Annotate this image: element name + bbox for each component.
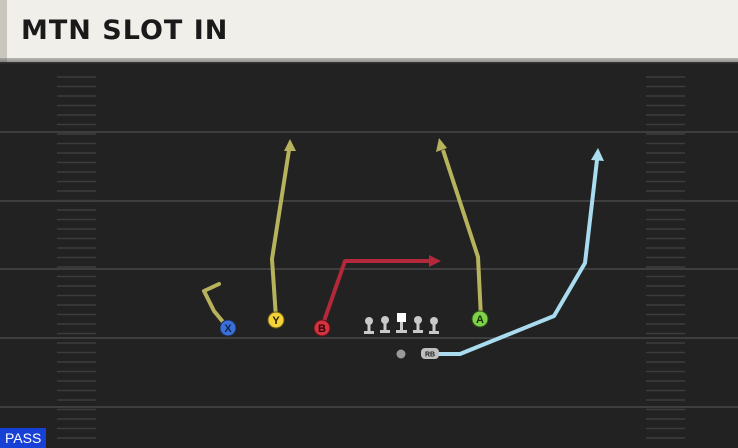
center: [396, 313, 407, 333]
receiver-b-label: B: [318, 323, 326, 335]
receiver-y-label: Y: [272, 315, 280, 327]
yard-lines: [0, 131, 738, 408]
play-type-tag: PASS: [0, 428, 47, 448]
hash-marks-right: [646, 76, 685, 439]
left-tackle: [364, 317, 374, 334]
rb-route: [438, 159, 599, 356]
a-route-arrow: [436, 138, 447, 152]
quarterback: [396, 349, 406, 359]
receiver-x: X: [219, 319, 237, 337]
receiver-a-label: A: [476, 314, 484, 326]
hash-marks-left: [57, 76, 96, 439]
left-guard: [380, 316, 390, 333]
running-back-label: RB: [425, 352, 435, 359]
routes: [202, 138, 604, 356]
receiver-a: A: [471, 310, 489, 328]
receiver-y: Y: [267, 311, 285, 329]
running-back: RB: [421, 348, 439, 359]
receiver-b: B: [313, 319, 331, 337]
b-route: [320, 259, 430, 328]
header-shadow: [0, 58, 738, 64]
a-route: [441, 149, 483, 319]
y-route: [270, 149, 291, 319]
right-tackle: [429, 317, 439, 334]
header-bar: MTN SLOT IN: [0, 0, 738, 62]
play-title: MTN SLOT IN: [21, 15, 229, 46]
right-guard: [413, 316, 423, 333]
field: X Y B A RB: [0, 76, 738, 439]
y-route-arrow: [284, 139, 296, 151]
receiver-x-label: X: [224, 323, 232, 335]
rb-route-arrow: [591, 148, 604, 161]
b-route-arrow: [429, 255, 441, 267]
x-route: [202, 282, 230, 330]
offensive-line: [364, 313, 439, 334]
